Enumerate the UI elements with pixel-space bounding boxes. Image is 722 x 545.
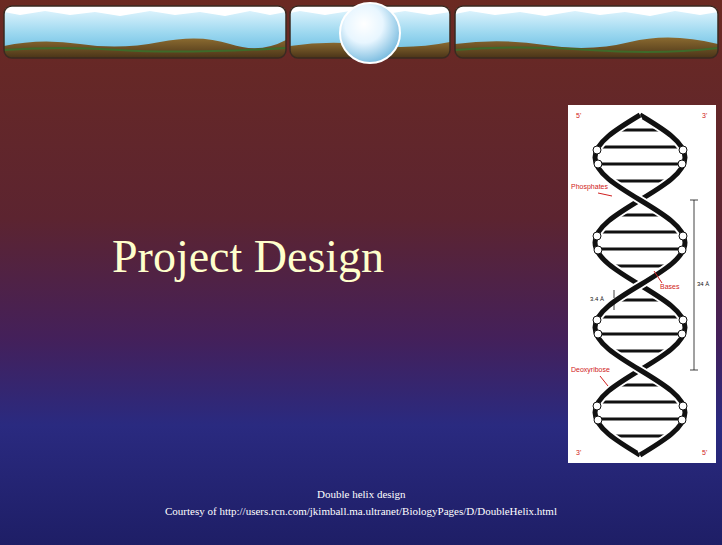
image-caption: Double helix design [317,488,406,500]
dimension-label: 34 Å [697,281,709,288]
banner-panel [455,6,718,58]
part-label: Bases [660,283,679,291]
part-label: Deoxyribose [571,366,610,374]
source-credit: Courtesy of http://users.rcn.com/jkimbal… [165,505,557,517]
globe-icon [340,3,400,63]
banner-panel [4,6,286,58]
strand-end: 3' [576,449,581,457]
dimension-label: 3.4 Å [590,296,604,303]
strand-end: 3' [702,112,707,120]
strand-end: 5' [576,112,581,120]
part-label: Phosphates [571,183,608,191]
strand-end: 5' [702,449,707,457]
slide-title: Project Design [112,232,384,283]
double-helix-illustration [568,105,716,463]
